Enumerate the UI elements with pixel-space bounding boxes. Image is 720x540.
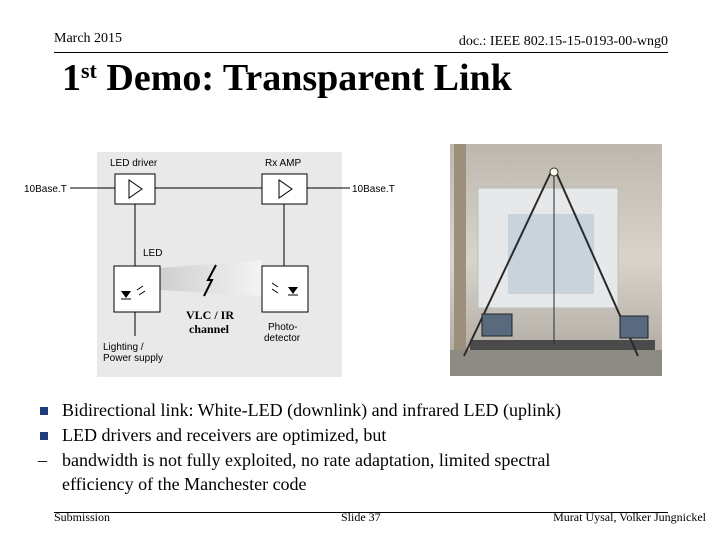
- sub-bullet-line1: bandwidth is not fully exploited, no rat…: [62, 450, 551, 470]
- channel-zigzag-icon: [203, 264, 217, 297]
- bullet-list: Bidirectional link: White-LED (downlink)…: [38, 398, 680, 496]
- led-driver-box: [114, 173, 156, 205]
- bullet-square-icon: [40, 407, 48, 415]
- sub-bullet-dash: –: [38, 450, 47, 470]
- rx-amp-icon: [278, 179, 293, 199]
- photo-led-lamp: [549, 167, 559, 177]
- title-ordinal: 1: [62, 57, 81, 99]
- header-divider: [54, 52, 668, 53]
- led-driver-label: LED driver: [110, 158, 158, 169]
- photo-laptop-left: [481, 313, 513, 337]
- channel-label-line2: channel: [189, 322, 230, 336]
- bullet-item: LED drivers and receivers are optimized,…: [40, 423, 680, 448]
- sub-bullet-line2: efficiency of the Manchester code: [62, 474, 307, 494]
- footer-slide-number: Slide 37: [341, 510, 381, 524]
- bullet-text: LED drivers and receivers are optimized,…: [62, 425, 387, 445]
- led-label: LED: [143, 248, 162, 259]
- rx-amp-box: [261, 173, 308, 205]
- photo-floor: [450, 350, 662, 376]
- rx-amp-label: Rx AMP: [265, 158, 301, 169]
- right-port-label: 10Base.T: [352, 184, 395, 195]
- slide-title: 1st Demo: Transparent Link: [62, 56, 512, 100]
- channel-label-line1: VLC / IR: [186, 308, 234, 322]
- photodetector-box: [261, 265, 309, 313]
- photodiode-incoming-arrows: [271, 282, 279, 294]
- left-port-label: 10Base.T: [24, 184, 67, 195]
- photodetector-label-line1: Photo-: [268, 322, 297, 333]
- photodiode-icon: [288, 287, 298, 294]
- bullet-square-icon: [40, 432, 48, 440]
- photo-door-frame: [454, 144, 466, 376]
- led-emission-arrows: [136, 285, 146, 296]
- photo-tripod-leg-left: [463, 171, 552, 357]
- lighting-label-line2: Power supply: [103, 353, 163, 364]
- bullet-item: Bidirectional link: White-LED (downlink)…: [40, 398, 680, 423]
- footer-divider: [54, 512, 668, 513]
- demo-setup-photo: [450, 144, 662, 376]
- title-superscript: st: [81, 58, 97, 83]
- header-doc-id: doc.: IEEE 802.15-15-0193-00-wng0: [458, 34, 668, 49]
- photodetector-label-line2: detector: [264, 333, 301, 344]
- photo-laptop-right: [619, 315, 649, 339]
- light-beam: [160, 260, 262, 296]
- link-block-diagram: LED driver Rx AMP 10Base.T 10Base.T LED …: [24, 152, 395, 377]
- led-diode-icon: [121, 291, 131, 298]
- photo-table: [470, 340, 655, 350]
- footer-authors: Murat Uysal, Volker Jungnickel: [553, 510, 706, 524]
- header-date: March 2015: [54, 31, 123, 46]
- sub-bullet: – bandwidth is not fully exploited, no r…: [38, 448, 680, 496]
- led-driver-amp-icon: [128, 179, 143, 199]
- title-text: Demo: Transparent Link: [96, 57, 512, 99]
- bullet-text: Bidirectional link: White-LED (downlink)…: [62, 400, 562, 420]
- lighting-label-line1: Lighting /: [103, 342, 144, 353]
- footer-submission: Submission: [54, 510, 111, 524]
- led-transmitter-box: [113, 265, 161, 313]
